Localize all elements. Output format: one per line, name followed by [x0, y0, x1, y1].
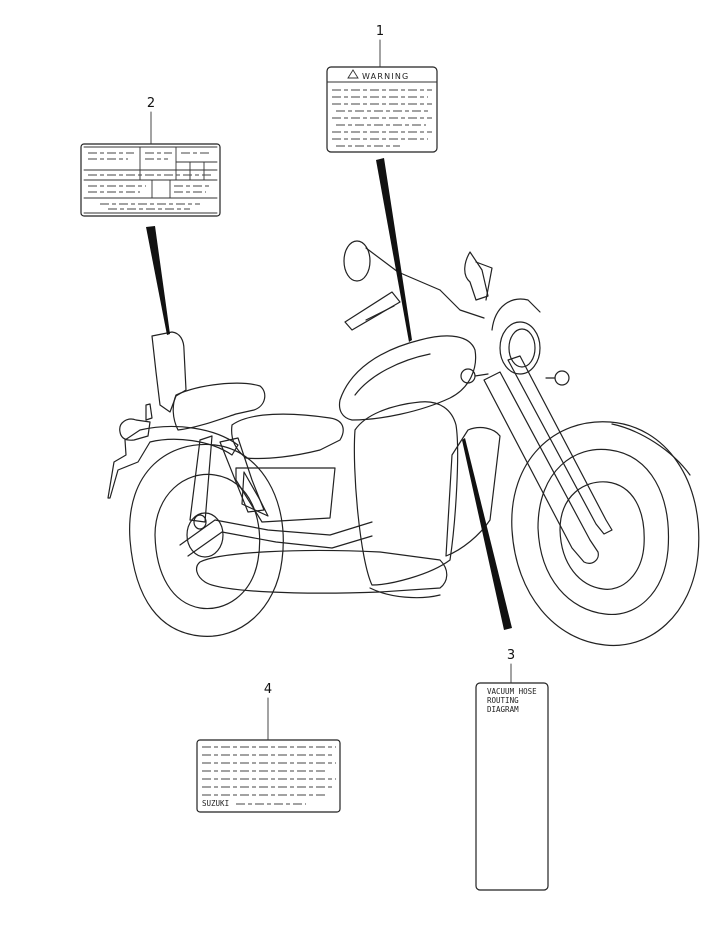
callout-3: 3	[507, 648, 515, 684]
front-wheel	[511, 421, 700, 647]
vacuum-label-line2: ROUTING	[487, 696, 519, 705]
info-label-brand: SUZUKI	[202, 799, 229, 808]
callout-number-4: 4	[264, 682, 272, 697]
vacuum-label-line1: VACUUM HOSE	[487, 687, 537, 696]
leader-line-2	[146, 226, 170, 335]
leader-line-3	[462, 438, 512, 630]
vacuum-hose-label: VACUUM HOSE ROUTING DIAGRAM	[475, 682, 549, 891]
callout-1: 1	[376, 24, 384, 68]
vacuum-label-line3: DIAGRAM	[487, 705, 519, 714]
callout-2: 2	[147, 96, 155, 145]
leader-line-1	[376, 158, 412, 342]
callout-number-2: 2	[147, 96, 155, 111]
spec-table-label	[80, 143, 221, 217]
callout-4: 4	[264, 682, 272, 741]
info-label: SUZUKI	[196, 739, 341, 813]
callout-number-1: 1	[376, 24, 384, 39]
callout-number-3: 3	[507, 648, 515, 663]
warning-label: WARNING	[326, 66, 438, 153]
rear-wheel	[129, 443, 284, 637]
warning-heading: WARNING	[362, 72, 409, 81]
